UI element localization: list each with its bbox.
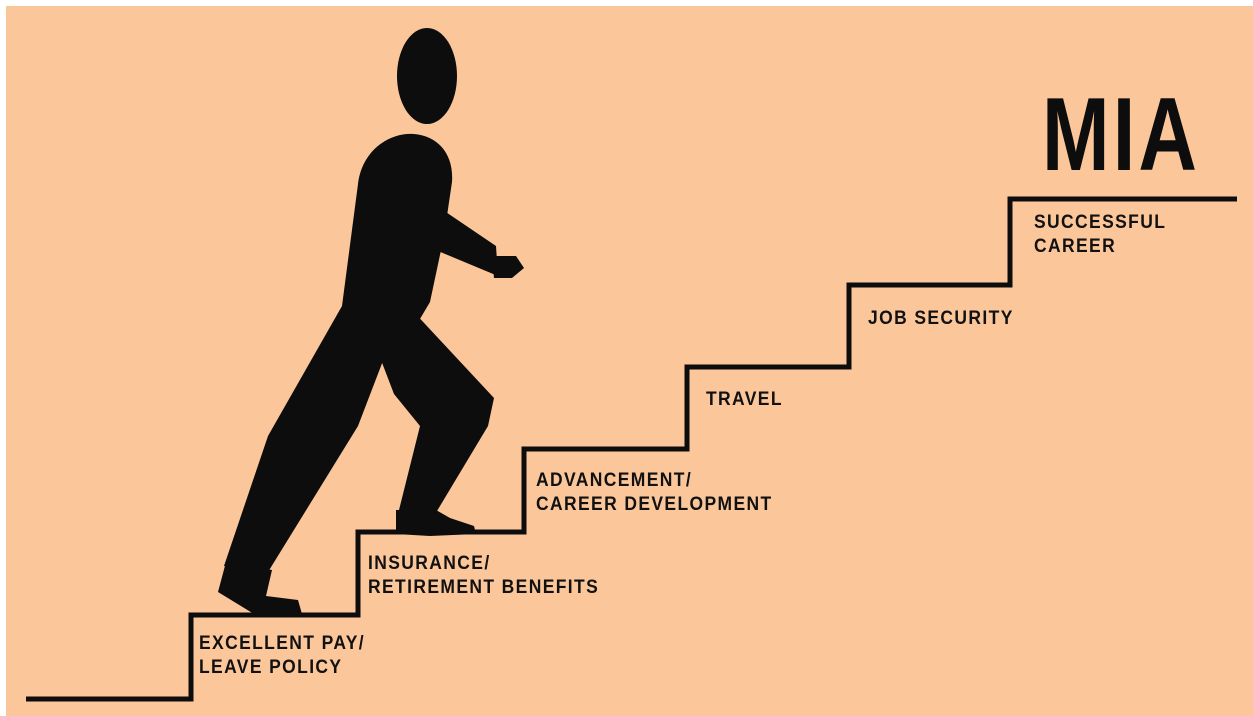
- step-label-job-security: JOB SECURITY: [868, 308, 1014, 329]
- step-label-insurance-retirement: INSURANCE/ RETIREMENT BENEFITS: [368, 553, 600, 598]
- person-climbing-stairs-icon: [218, 28, 524, 614]
- staircase-line: [26, 196, 1237, 702]
- step-label-advancement: ADVANCEMENT/ CAREER DEVELOPMENT: [536, 470, 773, 515]
- brand-title: MIA: [1042, 77, 1201, 193]
- step-label-travel: TRAVEL: [706, 389, 783, 410]
- staircase-illustration: [26, 28, 1237, 702]
- poster: EXCELLENT PAY/ LEAVE POLICY INSURANCE/ R…: [6, 6, 1253, 716]
- step-label-excellent-pay: EXCELLENT PAY/ LEAVE POLICY: [199, 633, 365, 678]
- step-label-successful-career: SUCCESSFUL CAREER: [1034, 212, 1167, 257]
